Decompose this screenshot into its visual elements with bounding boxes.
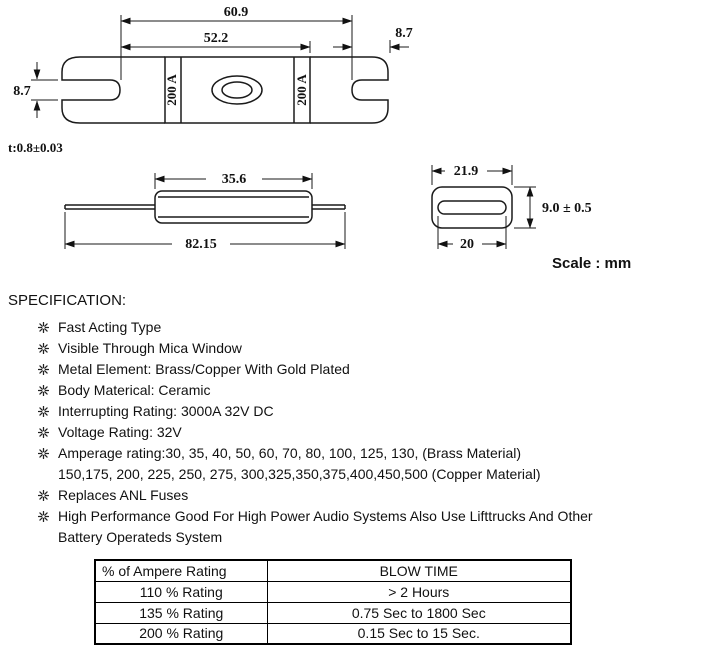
table-row: 110 % Rating > 2 Hours (94, 580, 572, 603)
table-row: 135 % Rating 0.75 Sec to 1800 Sec (94, 601, 572, 624)
table-cell-blowtime: > 2 Hours (266, 580, 572, 603)
snowflake-bullet-icon (38, 511, 49, 522)
dim-end-width: 21.9 (454, 164, 479, 179)
dim-tab-right: 8.7 (395, 26, 413, 41)
spec-item-text: Body Materical: Ceramic (58, 382, 211, 398)
ampere-marking-right: 200 A (294, 74, 309, 106)
spec-item: Interrupting Rating: 3000A 32V DC (38, 401, 720, 422)
table-header-row: % of Ampere Rating BLOW TIME (94, 559, 572, 582)
dim-end-inner: 20 (460, 237, 474, 252)
technical-drawing: 200 A 200 A 60.9 52.2 8.7 8.7 t:0.8±0.03 (8, 5, 631, 272)
table-header-blow-time: BLOW TIME (266, 559, 572, 582)
snowflake-bullet-icon (38, 343, 49, 354)
specification-list: Fast Acting Type Visible Through Mica Wi… (8, 317, 720, 548)
blow-time-table: % of Ampere Rating BLOW TIME 110 % Ratin… (94, 559, 572, 645)
side-view-outline (64, 190, 346, 224)
spec-item: Fast Acting Type (38, 317, 720, 338)
snowflake-bullet-icon (38, 490, 49, 501)
dim-side-overall: 82.15 (185, 237, 217, 252)
spec-item-text: Voltage Rating: 32V (58, 424, 182, 440)
specification-title: SPECIFICATION: (8, 292, 127, 309)
mica-window (211, 75, 263, 105)
table-cell-blowtime: 0.15 Sec to 15 Sec. (266, 622, 572, 645)
ampere-marking-left: 200 A (164, 74, 179, 106)
spec-item: Metal Element: Brass/Copper With Gold Pl… (38, 359, 720, 380)
spec-item-text: High Performance Good For High Power Aud… (58, 508, 593, 545)
dim-top-body: 52.2 (204, 31, 229, 46)
table-cell-rating: 200 % Rating (94, 622, 268, 645)
snowflake-bullet-icon (38, 448, 49, 459)
table-cell-rating: 110 % Rating (94, 580, 268, 603)
spec-item: Visible Through Mica Window (38, 338, 720, 359)
snowflake-bullet-icon (38, 385, 49, 396)
spec-item: Body Materical: Ceramic (38, 380, 720, 401)
dim-top-overall: 60.9 (224, 5, 249, 20)
spec-item: Amperage rating:30, 35, 40, 50, 60, 70, … (38, 443, 720, 485)
spec-item: Voltage Rating: 32V (38, 422, 720, 443)
top-view-outline (61, 56, 389, 124)
snowflake-bullet-icon (38, 364, 49, 375)
spec-item: Replaces ANL Fuses (38, 485, 720, 506)
spec-item: High Performance Good For High Power Aud… (38, 506, 720, 548)
spec-item-text: Amperage rating:30, 35, 40, 50, 60, 70, … (58, 445, 541, 482)
table-header-ampere-rating: % of Ampere Rating (94, 559, 268, 582)
dim-side-body: 35.6 (222, 172, 247, 187)
snowflake-bullet-icon (38, 406, 49, 417)
spec-item-text: Interrupting Rating: 3000A 32V DC (58, 403, 274, 419)
spec-item-text: Metal Element: Brass/Copper With Gold Pl… (58, 361, 350, 377)
dim-tab-left: 8.7 (13, 84, 31, 99)
dim-end-height: 9.0 ± 0.5 (542, 201, 592, 216)
snowflake-bullet-icon (38, 427, 49, 438)
end-view-outline (431, 186, 513, 229)
scale-label: Scale : mm (552, 255, 631, 272)
snowflake-bullet-icon (38, 322, 49, 333)
specification-section: SPECIFICATION: Fast Acting Type Visible … (0, 288, 728, 548)
spec-item-text: Fast Acting Type (58, 319, 162, 335)
thickness-label: t:0.8±0.03 (8, 140, 63, 155)
spec-item-text: Visible Through Mica Window (58, 340, 242, 356)
table-row: 200 % Rating 0.15 Sec to 15 Sec. (94, 622, 572, 645)
table-cell-rating: 135 % Rating (94, 601, 268, 624)
spec-item-text: Replaces ANL Fuses (58, 487, 189, 503)
table-cell-blowtime: 0.75 Sec to 1800 Sec (266, 601, 572, 624)
